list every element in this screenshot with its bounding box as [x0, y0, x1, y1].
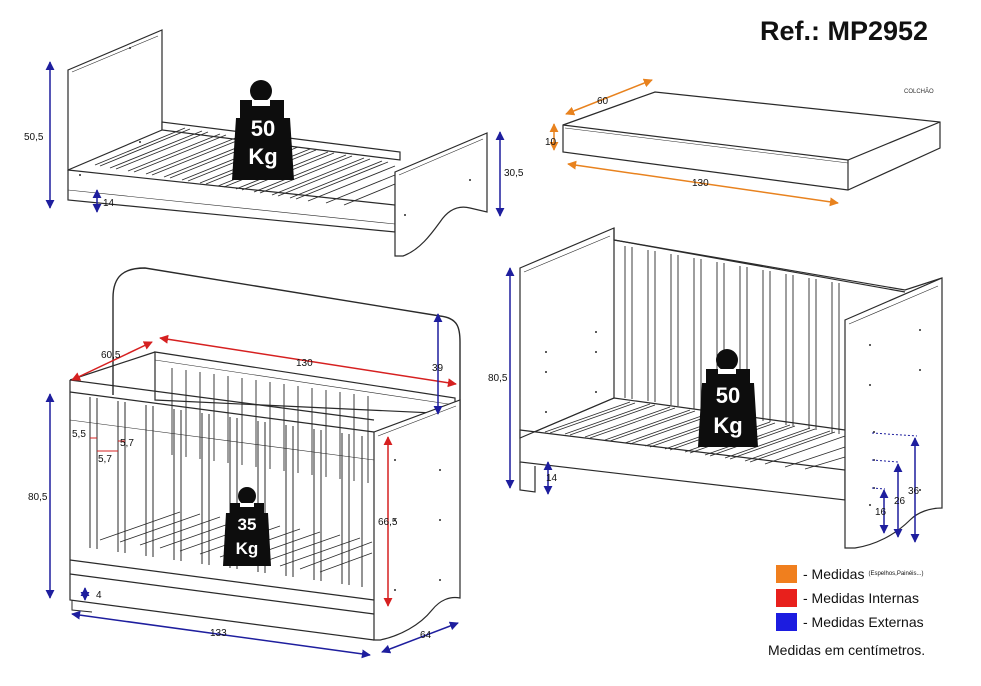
legend-label: - Medidas Internas — [803, 590, 919, 606]
crib-slat-gap-b: 5,7 — [98, 454, 112, 465]
legend: - Medidas (Espelhos,Painéis...) - Medida… — [776, 562, 924, 634]
crib-length-top: 130 — [296, 358, 313, 369]
weight-unit-sofa-bed: Kg — [713, 413, 742, 438]
weight-unit-mini-bed: Kg — [248, 144, 277, 169]
mini-bed-height-foot: 30,5 — [504, 168, 524, 179]
crib-base-height: 4 — [96, 590, 102, 601]
legend-item-blue: - Medidas Externas — [776, 610, 924, 634]
legend-swatch-blue — [776, 613, 797, 631]
sofa-bed-dimensions — [505, 267, 920, 543]
mattress-label: COLCHÃO — [904, 89, 934, 95]
crib-slat-gap-c: 5,7 — [120, 438, 134, 449]
legend-item-orange: - Medidas (Espelhos,Painéis...) — [776, 562, 924, 586]
weight-icon-mini-bed: 50 Kg — [232, 80, 294, 180]
crib-drawing — [69, 267, 461, 641]
mini-bed-height-outer: 50,5 — [24, 132, 44, 143]
legend-label: - Medidas — [803, 566, 865, 582]
mattress-dimensions — [549, 78, 839, 207]
mattress-width: 60 — [597, 96, 609, 107]
crib-width-top: 60,5 — [101, 350, 121, 361]
weight-value-sofa-bed: 50 — [716, 383, 740, 408]
sofa-bed-height-16: 16 — [875, 507, 887, 518]
weight-icon-sofa-bed: 50 Kg — [698, 349, 758, 447]
legend-swatch-red — [776, 589, 797, 607]
weight-unit-crib: Kg — [236, 539, 259, 558]
mini-bed-dimensions — [45, 61, 505, 217]
weight-value-crib: 35 — [238, 515, 257, 534]
crib-length: 133 — [210, 628, 227, 639]
mattress-height: 10 — [545, 137, 557, 148]
legend-swatch-orange — [776, 565, 797, 583]
crib-depth: 64 — [420, 630, 432, 641]
mattress-drawing — [562, 91, 941, 191]
reference-code: Ref.: MP2952 — [760, 16, 929, 46]
weight-value-mini-bed: 50 — [251, 116, 275, 141]
crib-rail-height: 39 — [432, 363, 444, 374]
legend-note: (Espelhos,Painéis...) — [868, 571, 924, 577]
sofa-bed-leg-height: 14 — [546, 473, 558, 484]
sofa-bed-height-outer: 80,5 — [488, 373, 508, 384]
weight-icon-crib: 35 Kg — [223, 487, 271, 566]
legend-label: - Medidas Externas — [803, 614, 924, 630]
crib-height-outer: 80,5 — [28, 492, 48, 503]
mini-bed-leg-height: 14 — [103, 198, 115, 209]
sofa-bed-height-26: 26 — [894, 496, 906, 507]
sofa-bed-height-36: 36 — [908, 486, 920, 497]
mattress-length: 130 — [692, 178, 709, 189]
legend-item-red: - Medidas Internas — [776, 586, 924, 610]
crib-height-inner: 66,5 — [378, 517, 398, 528]
sofa-bed-drawing — [519, 227, 943, 549]
crib-dimensions — [45, 313, 459, 659]
footnote-units: Medidas em centímetros. — [768, 642, 926, 658]
crib-slat-gap-a: 5,5 — [72, 429, 86, 440]
